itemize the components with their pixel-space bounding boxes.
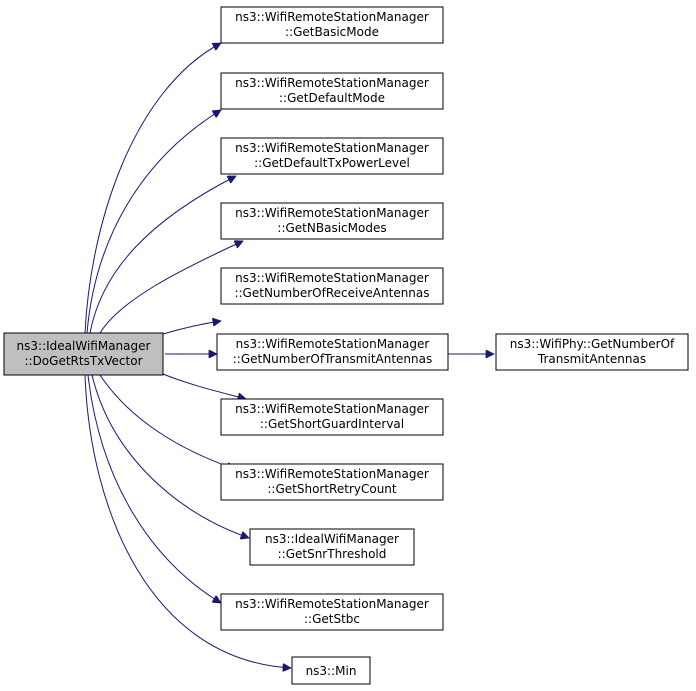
node-min-line-1: ns3::Min	[306, 664, 357, 678]
node-getdefaultmode-line-1: ns3::WifiRemoteStationManager	[235, 76, 429, 90]
edge-root-to-getnbasicmodes	[99, 241, 243, 334]
edge-root-to-getshortguardinterval	[162, 373, 246, 399]
edge-root-to-getshortretrycount	[99, 374, 235, 469]
edge-root-to-getnumberofreceiveantennas	[162, 321, 221, 335]
node-getdefaulttxpowerlevel-line-1: ns3::WifiRemoteStationManager	[235, 141, 429, 155]
node-wifiphy-getnumberoftransmitantennas-line-2: TransmitAntennas	[537, 352, 646, 366]
node-getbasicmode[interactable]: ns3::WifiRemoteStationManager ::GetBasic…	[220, 6, 444, 44]
node-getnumberofreceiveantennas[interactable]: ns3::WifiRemoteStationManager ::GetNumbe…	[220, 267, 444, 305]
node-getsnrthreshold-line-1: ns3::IdealWifiManager	[265, 532, 399, 546]
node-getdefaultmode-line-2: ::GetDefaultMode	[279, 91, 385, 105]
node-getshortguardinterval-line-2: ::GetShortGuardInterval	[260, 417, 404, 431]
node-getnumberofreceiveantennas-line-2: ::GetNumberOfReceiveAntennas	[234, 286, 429, 300]
node-root-line-2: ::DoGetRtsTxVector	[24, 354, 142, 368]
node-getshortretrycount-line-1: ns3::WifiRemoteStationManager	[235, 467, 429, 481]
edge-root-to-getdefaulttxpowerlevel	[89, 175, 236, 334]
edges-layer	[84, 42, 494, 668]
node-getdefaulttxpowerlevel-line-2: ::GetDefaultTxPowerLevel	[254, 156, 410, 170]
node-root[interactable]: ns3::IdealWifiManager ::DoGetRtsTxVector	[3, 332, 164, 376]
node-getstbc[interactable]: ns3::WifiRemoteStationManager ::GetStbc	[220, 593, 444, 631]
node-getstbc-line-2: ::GetStbc	[304, 612, 360, 626]
node-getnumberoftransmitantennas-line-2: ::GetNumberOfTransmitAntennas	[233, 352, 433, 366]
node-getshortretrycount-line-2: ::GetShortRetryCount	[267, 482, 397, 496]
node-min[interactable]: ns3::Min	[291, 656, 371, 685]
node-wifiphy-getnumberoftransmitantennas[interactable]: ns3::WifiPhy::GetNumberOf TransmitAntenn…	[495, 333, 689, 371]
edge-root-to-getsnrthreshold	[91, 374, 249, 538]
node-getsnrthreshold-line-2: ::GetSnrThreshold	[278, 547, 387, 561]
node-getdefaultmode[interactable]: ns3::WifiRemoteStationManager ::GetDefau…	[220, 72, 444, 110]
edge-root-to-min	[84, 374, 291, 668]
edge-root-to-getstbc	[87, 374, 221, 603]
node-getnbasicmodes[interactable]: ns3::WifiRemoteStationManager ::GetNBasi…	[220, 202, 444, 240]
node-getbasicmode-line-2: ::GetBasicMode	[285, 25, 379, 39]
node-root-line-1: ns3::IdealWifiManager	[17, 339, 151, 353]
node-getnbasicmodes-line-1: ns3::WifiRemoteStationManager	[235, 206, 429, 220]
node-getnbasicmodes-line-2: ::GetNBasicModes	[277, 221, 386, 235]
node-getstbc-line-1: ns3::WifiRemoteStationManager	[235, 597, 429, 611]
node-getsnrthreshold[interactable]: ns3::IdealWifiManager ::GetSnrThreshold	[249, 528, 415, 566]
node-getnumberoftransmitantennas-line-1: ns3::WifiRemoteStationManager	[236, 337, 430, 351]
nodes-layer: ns3::IdealWifiManager ::DoGetRtsTxVector…	[3, 6, 689, 685]
node-getshortretrycount[interactable]: ns3::WifiRemoteStationManager ::GetShort…	[220, 463, 444, 501]
node-getnumberofreceiveantennas-line-1: ns3::WifiRemoteStationManager	[235, 271, 429, 285]
node-getshortguardinterval[interactable]: ns3::WifiRemoteStationManager ::GetShort…	[220, 398, 444, 436]
node-getnumberoftransmitantennas[interactable]: ns3::WifiRemoteStationManager ::GetNumbe…	[216, 333, 449, 371]
node-getshortguardinterval-line-1: ns3::WifiRemoteStationManager	[235, 402, 429, 416]
edge-root-to-getdefaultmode	[86, 110, 221, 334]
edge-root-to-getbasicmode	[84, 42, 221, 334]
node-getbasicmode-line-1: ns3::WifiRemoteStationManager	[235, 10, 429, 24]
node-getdefaulttxpowerlevel[interactable]: ns3::WifiRemoteStationManager ::GetDefau…	[220, 137, 444, 175]
node-wifiphy-getnumberoftransmitantennas-line-1: ns3::WifiPhy::GetNumberOf	[510, 337, 675, 351]
